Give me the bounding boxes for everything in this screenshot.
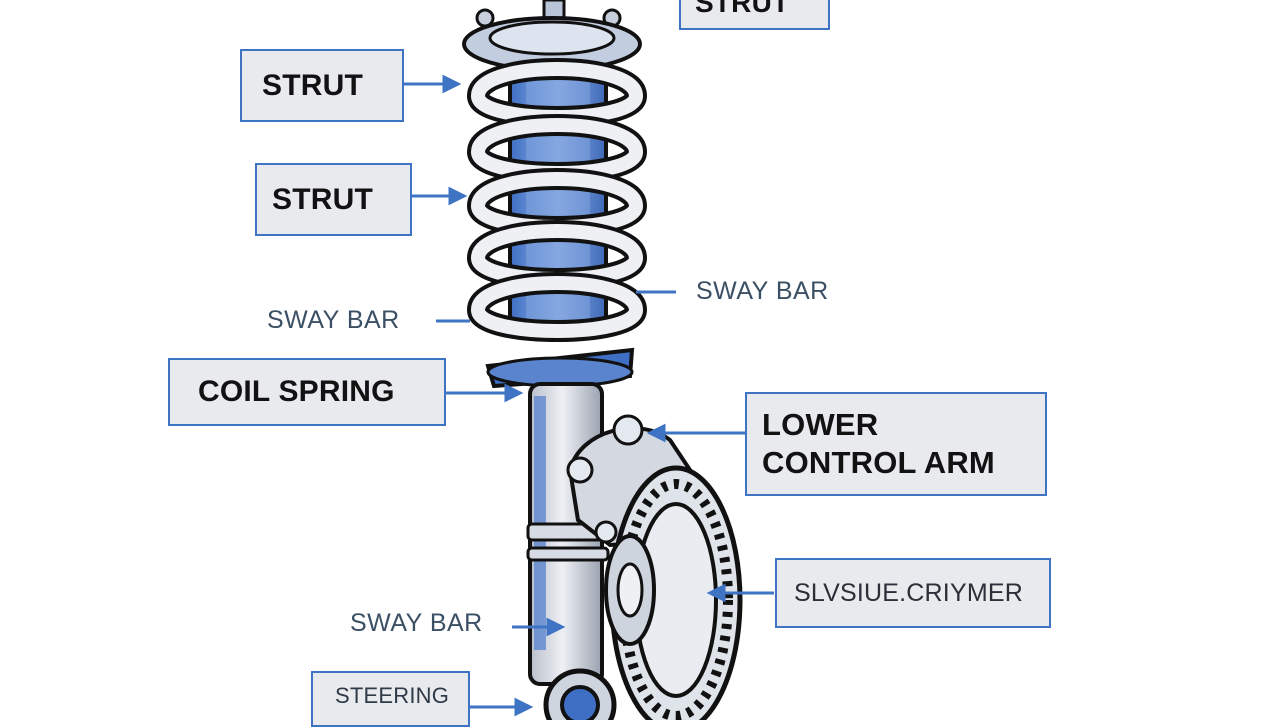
brake-rotor xyxy=(604,465,743,720)
coil-spring-label-text: COIL SPRING xyxy=(198,375,395,408)
strut-label-1: STRUT xyxy=(240,49,404,122)
strut-label-top-text: STRUT xyxy=(695,0,790,18)
strut-label-2: STRUT xyxy=(255,163,412,236)
steering-label: STEERING xyxy=(311,671,470,727)
sway-bar-label-left: SWAY BAR xyxy=(267,306,400,334)
coil-spring-label: COIL SPRING xyxy=(168,358,446,426)
spring-seat xyxy=(485,347,635,389)
strut-label-top: STRUT xyxy=(679,0,830,30)
coil-spring-illustration xyxy=(467,58,648,342)
steering-label-text: STEERING xyxy=(335,683,450,708)
sway-bar-label-bottom: SWAY BAR xyxy=(350,609,483,637)
lower-control-arm-line2: CONTROL ARM xyxy=(762,445,995,480)
lower-control-arm-line1: LOWER xyxy=(762,407,879,443)
garbled-label-text: SLVSIUE.CRIYMER xyxy=(794,578,1023,607)
strut-label-2-text: STRUT xyxy=(272,182,373,216)
garbled-label: SLVSIUE.CRIYMER xyxy=(775,558,1051,628)
strut-label-1-text: STRUT xyxy=(262,68,363,102)
top-mount xyxy=(462,0,642,72)
lower-control-arm-label: LOWER CONTROL ARM xyxy=(745,392,1047,496)
lower-bushing xyxy=(543,668,617,720)
sway-bar-label-right: SWAY BAR xyxy=(696,277,829,305)
leader-lines xyxy=(404,74,774,717)
lower-control-arm-text: LOWER CONTROL ARM xyxy=(762,406,995,482)
